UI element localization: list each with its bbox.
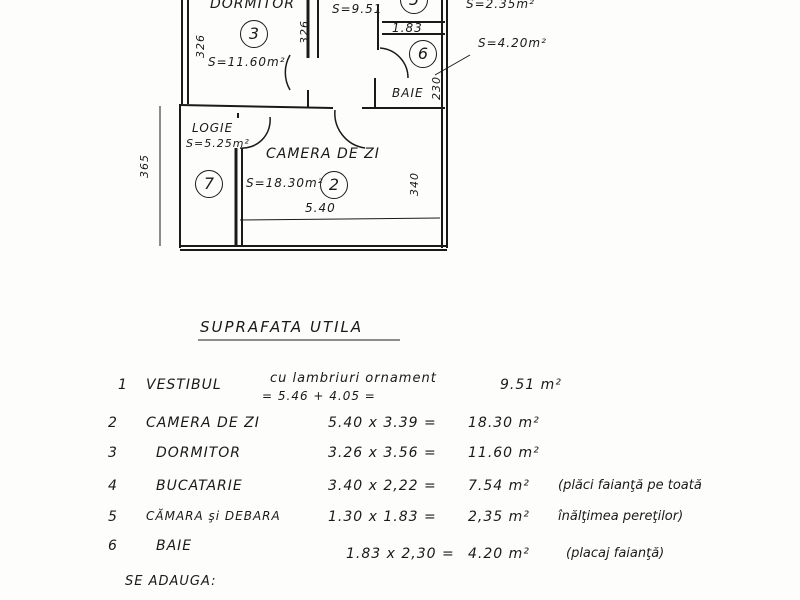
room-label-baie: BAIE xyxy=(392,86,424,100)
area-camera-de-zi: S=18.30m² xyxy=(246,176,324,190)
row-number: 5 xyxy=(108,509,118,525)
summary-row: 6 BAIE 1.83 x 2,30 = 4.20 m² (placaj fai… xyxy=(0,538,800,562)
area-logie: S=5.25m² xyxy=(186,137,250,150)
room-label-camera-de-zi: CAMERA DE ZI xyxy=(266,146,380,162)
room-number-3: 3 xyxy=(240,20,268,48)
row-calc: 1.83 x 2,30 = xyxy=(346,546,455,562)
row-name: CAMERA DE ZI xyxy=(146,415,260,431)
row-calc: 3.26 x 3.56 = xyxy=(328,445,437,461)
summary-footer: SE ADAUGA: xyxy=(125,574,217,589)
row-calc: 5.40 x 3.39 = xyxy=(328,415,437,431)
row-remark: (placaj faianţă) xyxy=(566,546,665,561)
row-name: BUCATARIE xyxy=(156,478,243,494)
summary-row: 1 VESTIBUL cu lambriuri ornament = 5.46 … xyxy=(0,371,800,403)
row-area: 11.60 m² xyxy=(468,445,540,461)
dim-camera-height: 340 xyxy=(408,172,421,196)
summary-row: 2 CAMERA DE ZI 5.40 x 3.39 = 18.30 m² xyxy=(0,415,800,439)
row-name: BAIE xyxy=(156,538,193,554)
row-number: 2 xyxy=(108,415,118,431)
area-camara: S=2.35m² xyxy=(466,0,535,11)
dim-total-height: 365 xyxy=(138,154,151,178)
dim-baie-height: 230 xyxy=(430,76,443,100)
summary-row: 4 BUCATARIE 3.40 x 2,22 = 7.54 m² (plăci… xyxy=(0,478,800,502)
row-calc: 1.30 x 1.83 = xyxy=(328,509,437,525)
row-area: 9.51 m² xyxy=(500,377,562,393)
dim-camera-width: 5.40 xyxy=(305,201,336,215)
row-area: 2,35 m² xyxy=(468,509,530,525)
row-number: 6 xyxy=(108,538,118,554)
row-remark: înălţimea pereţilor) xyxy=(558,509,684,524)
dim-dormitor-right: 326 xyxy=(298,20,311,44)
room-number-7: 7 xyxy=(195,170,223,198)
row-calc: 3.40 x 2,22 = xyxy=(328,478,437,494)
summary-row: 3 DORMITOR 3.26 x 3.56 = 11.60 m² xyxy=(0,445,800,469)
area-vestibul: S=9.51 xyxy=(332,2,383,16)
row-area: 4.20 m² xyxy=(468,546,530,562)
row-area: 7.54 m² xyxy=(468,478,530,494)
room-number-6: 6 xyxy=(409,40,437,68)
area-baie: S=4.20m² xyxy=(478,36,547,50)
area-dormitor: S=11.60m² xyxy=(208,55,286,69)
row-remark: (plăci faianţă pe toată xyxy=(558,478,702,493)
row-area: 18.30 m² xyxy=(468,415,540,431)
dim-baie-width: 1.83 xyxy=(392,21,423,35)
row-note: cu lambriuri ornament xyxy=(270,371,437,386)
summary-row: 5 CĂMARA şi DEBARA 1.30 x 1.83 = 2,35 m²… xyxy=(0,509,800,533)
summary-title: SUPRAFATA UTILA xyxy=(200,318,364,336)
dim-dormitor-left: 326 xyxy=(194,34,207,58)
row-name: DORMITOR xyxy=(156,445,242,461)
row-number: 4 xyxy=(108,478,118,494)
row-calc: = 5.46 + 4.05 = xyxy=(262,389,376,403)
room-label-dormitor: DORMITOR xyxy=(210,0,296,12)
row-name: VESTIBUL xyxy=(146,377,222,393)
room-label-logie: LOGIE xyxy=(192,121,234,135)
room-number-2: 2 xyxy=(320,171,348,199)
row-number: 1 xyxy=(118,377,128,393)
row-number: 3 xyxy=(108,445,118,461)
row-name: CĂMARA şi DEBARA xyxy=(146,509,281,523)
